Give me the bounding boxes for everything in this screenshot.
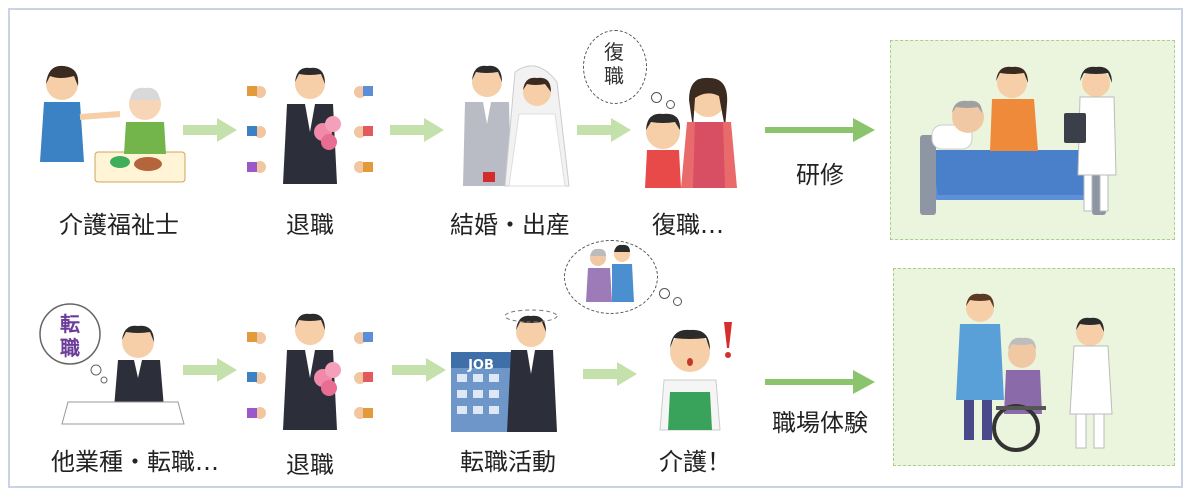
big-flow-arrow [765,118,875,142]
building-sign-text: JOB [468,358,494,373]
job-hunting-illustration [451,309,558,432]
step-label-marriage-childbirth: 結婚・出産 [450,211,570,239]
step-label-return-to-work: 復職… [652,211,724,239]
thought-sign-text: 転 職 [60,312,80,360]
diagram-frame [8,8,1183,488]
step-label-caregiver: 介護福祉士 [59,211,179,239]
caregiver-feeding-illustration [40,65,186,183]
step-label-job-hunting: 転職活動 [460,448,556,476]
flow-arrow [583,362,637,386]
retirement-bouquet-illustration [247,313,373,430]
flow-arrow [392,358,446,382]
thought-bubble-text: 復 職 [604,40,624,88]
mother-and-child-illustration [645,77,737,188]
work-experience-result-box [893,268,1175,466]
caregiver-with-elder-mini-icon [586,244,634,302]
pondering-worker-illustration [39,303,185,425]
flow-arrow [183,118,237,142]
thought-bubble [583,30,647,104]
thought-dot [659,288,670,299]
flow-arrow [577,118,631,142]
thought-dot [673,297,682,306]
big-flow-arrow [765,370,875,394]
step-label-caregiving: 介護！ [659,448,731,476]
flow-arrow [183,358,237,382]
step-label-retirement: 退職 [286,211,334,239]
arrow-label-work-experience: 職場体験 [772,409,868,437]
step-label-retirement: 退職 [286,451,334,479]
realization-person-illustration [659,322,732,431]
thought-dot [666,100,675,109]
arrow-label-training: 研修 [796,161,844,189]
flow-arrow [390,118,444,142]
bedside-care-illustration [920,66,1117,215]
wheelchair-care-illustration [956,293,1113,452]
wedding-couple-illustration [463,65,570,187]
retirement-bouquet-illustration [247,67,373,184]
step-label-other-industry: 他業種・転職… [51,448,219,476]
thought-dot [651,92,662,103]
